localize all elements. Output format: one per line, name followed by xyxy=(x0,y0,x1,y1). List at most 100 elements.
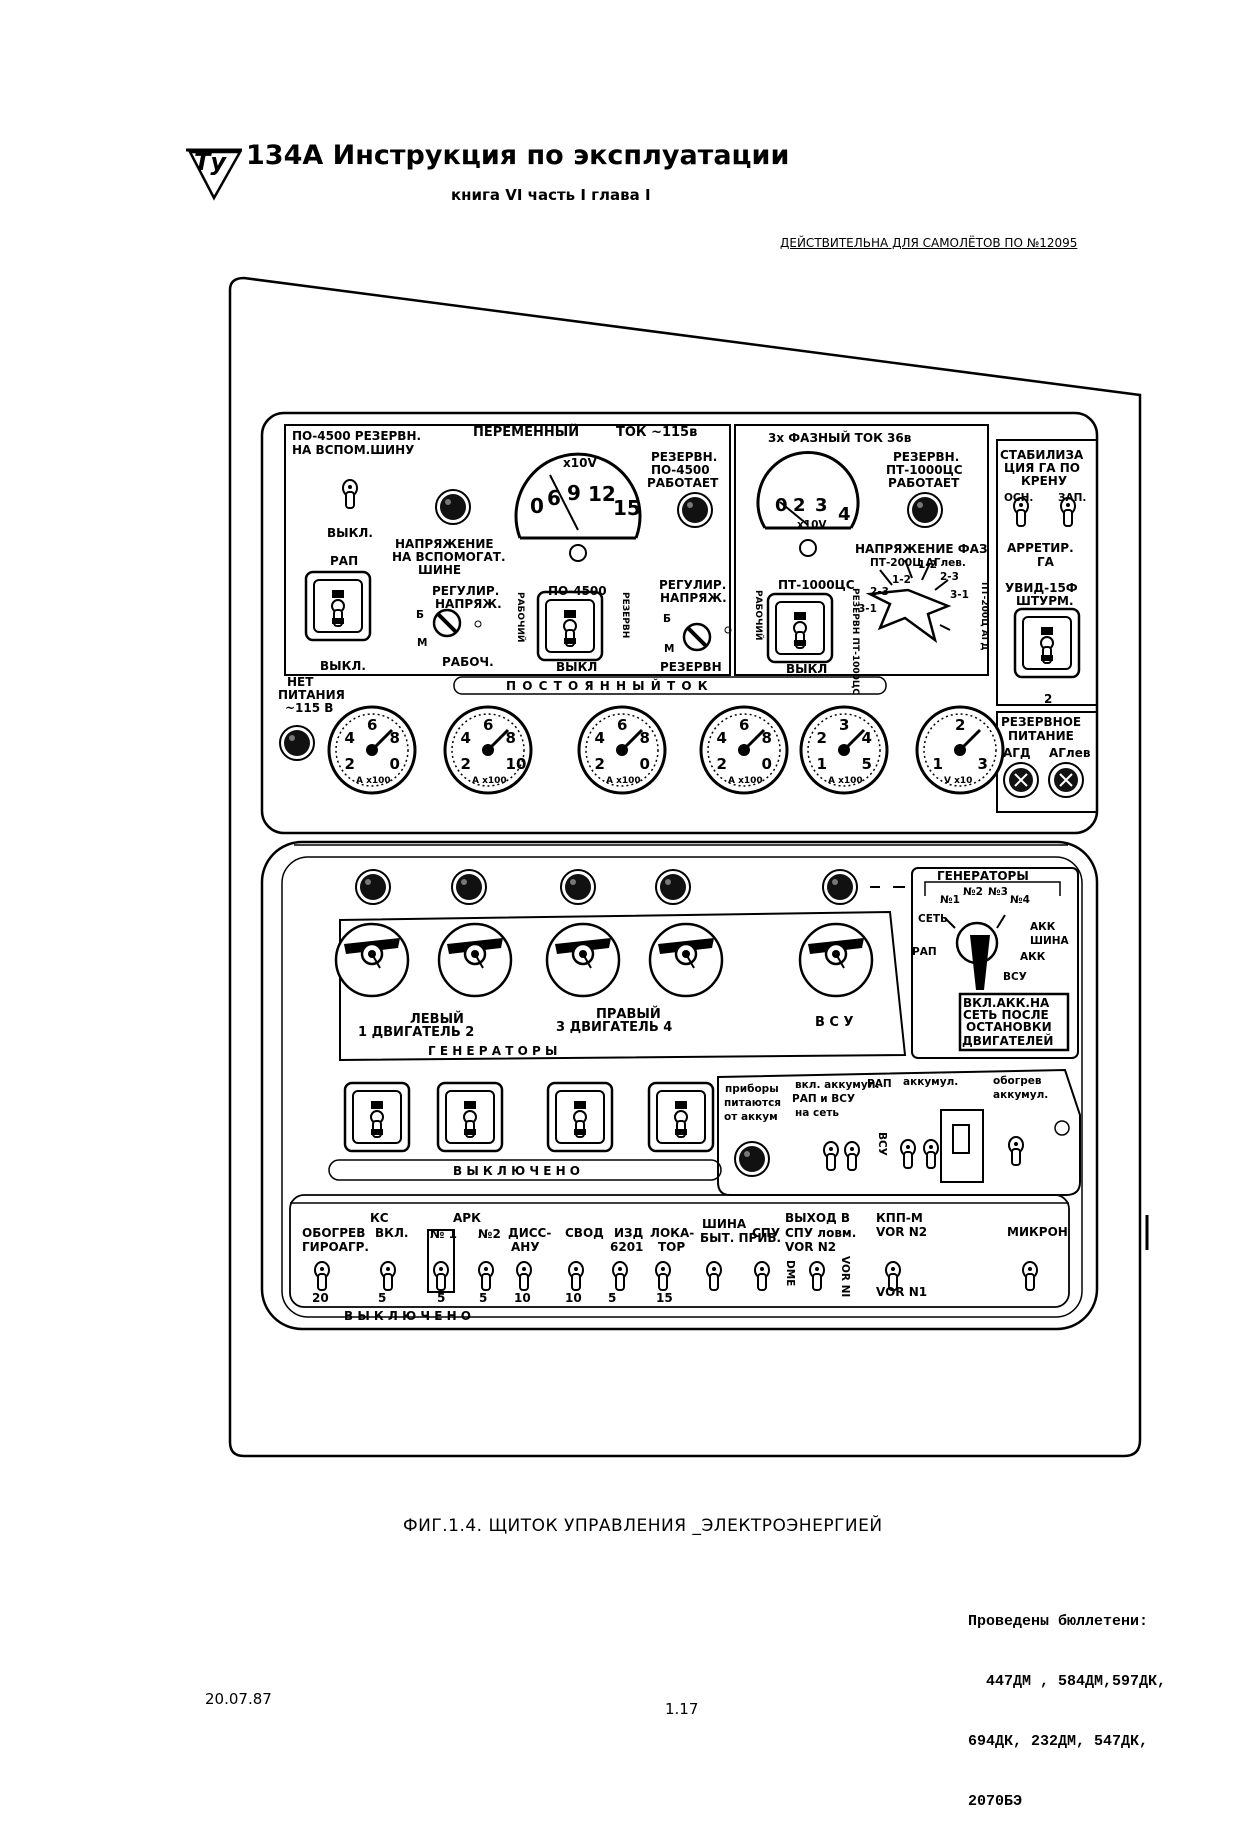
dc-meter-scale-arc xyxy=(451,713,525,787)
cb-rating-0: 20 xyxy=(312,1291,329,1305)
tu-logo-icon xyxy=(186,148,243,201)
left-engine-2: 1 ДВИГАТЕЛЬ 2 xyxy=(358,1025,474,1040)
reg-m: М xyxy=(417,637,427,649)
dc-meter-tick: 8 xyxy=(506,729,516,747)
cb-ark-1: АРК xyxy=(453,1211,481,1225)
po4500-label: ПО-4500 xyxy=(548,584,607,598)
cb-rating-1: 5 xyxy=(378,1291,386,1305)
cb-svod: СВОД xyxy=(565,1226,604,1240)
dc-meter-tick: 2 xyxy=(344,755,354,773)
rabochiy-vertical: РАБОЧИЙ xyxy=(515,592,527,642)
dc-meter-tick: 3 xyxy=(839,716,849,734)
tp-tick-4: 4 xyxy=(838,504,851,525)
reg2-2: НАПРЯЖ. xyxy=(660,591,727,605)
rabochiy2-vertical: РАБОЧИЙ xyxy=(753,590,765,640)
pt1000-label: ПТ-1000ЦС xyxy=(778,578,855,592)
cb-shina-2: БЫТ. ПРИБ. xyxy=(700,1231,781,1245)
cb-rating-7: 15 xyxy=(656,1291,673,1305)
sel-shina: ШИНА xyxy=(1030,935,1070,947)
cb-rating-4: 10 xyxy=(514,1291,531,1305)
ac-meter-scale: x10V xyxy=(563,456,597,470)
cb-vor-n1-vertical: VOR NI xyxy=(839,1256,851,1297)
circuit-breaker-toggle[interactable] xyxy=(478,1261,494,1291)
bulletins-line-3: 694ДК, 232ДМ, 547ДК, xyxy=(968,1733,1149,1750)
dc-meter-scale-arc xyxy=(807,713,881,787)
dc-meter-hub xyxy=(738,744,750,756)
circuit-breaker-toggle[interactable] xyxy=(754,1261,770,1291)
dc-meter-tick: 5 xyxy=(862,755,872,773)
circuit-breaker-toggle[interactable] xyxy=(433,1261,449,1291)
doc-title: 134А Инструкция по эксплуатации xyxy=(246,140,790,171)
circuit-breaker-toggle[interactable] xyxy=(1022,1261,1038,1291)
sel-n4: №4 xyxy=(1010,894,1030,906)
validity-note: ДЕЙСТВИТЕЛЬНА ДЛЯ САМОЛЁТОВ ПО №12095 xyxy=(780,236,1078,250)
reserve-po4500-2: ПО-4500 xyxy=(651,463,710,477)
stab-1: СТАБИЛИЗА xyxy=(1000,448,1084,462)
dc-meter-tick: 1 xyxy=(816,755,826,773)
circuit-breaker-toggle[interactable] xyxy=(809,1261,825,1291)
reserve-po4500-3: РАБОТАЕТ xyxy=(647,476,719,490)
circuit-breaker-toggle[interactable] xyxy=(314,1261,330,1291)
cb-rating-3: 5 xyxy=(479,1291,487,1305)
dc-meter-unit: A x100 xyxy=(472,776,507,786)
cb-vyklyucheno: В Ы К Л Ю Ч Е Н О xyxy=(344,1309,471,1323)
generators-label: Г Е Н Е Р А Т О Р Ы xyxy=(428,1044,557,1058)
three-phase-header: 3х ФАЗНЫЙ ТОК 36в xyxy=(768,430,912,445)
circuit-breaker-toggle[interactable] xyxy=(655,1261,671,1291)
circuit-breaker-toggle[interactable] xyxy=(568,1261,584,1291)
circuit-breaker-toggle[interactable] xyxy=(516,1261,532,1291)
cb-dme: DME xyxy=(784,1260,796,1286)
vsu-label: В С У xyxy=(815,1015,854,1030)
cb-lokator-1: ЛОКА- xyxy=(650,1226,694,1240)
dc-meter-tick: 3 xyxy=(978,755,988,773)
aglev-lamp-icon xyxy=(1048,762,1084,798)
dc-meter-unit: A x100 xyxy=(728,776,763,786)
svg-text:2-3: 2-3 xyxy=(870,586,889,598)
generators-group-title: ГЕНЕРАТОРЫ xyxy=(937,869,1029,883)
svg-text:3-1: 3-1 xyxy=(950,589,969,601)
ac-tick-0: 0 xyxy=(530,494,544,518)
cb-obogrev-1: ОБОГРЕВ xyxy=(302,1226,365,1240)
rezervn-label: РЕЗЕРВН xyxy=(660,660,722,674)
osn-label: ОСН. xyxy=(1004,492,1033,504)
reserve-po4500-1: РЕЗЕРВН. xyxy=(651,450,717,464)
cb-mikron: МИКРОН xyxy=(1007,1225,1068,1239)
working-label: РАБОЧ. xyxy=(442,655,494,669)
sel-rap: РАП xyxy=(912,946,937,958)
bulletins-line-2: 447ДМ , 584ДМ,597ДК, xyxy=(968,1673,1167,1690)
circuit-breaker-toggle[interactable] xyxy=(706,1261,722,1291)
circuit-breaker-toggle[interactable] xyxy=(380,1261,396,1291)
dc-meter-tick: 0 xyxy=(762,755,772,773)
dc-label: П О С Т О Я Н Н Ы Й Т О К xyxy=(506,678,709,693)
dc-meter-tick: 2 xyxy=(716,755,726,773)
no-power-3: ~115 В xyxy=(285,701,333,715)
cb-rating-2: 5 xyxy=(437,1291,445,1305)
cb-spu: СПУ xyxy=(752,1226,780,1240)
sel-n2: №2 xyxy=(963,886,983,898)
cb-vyhod-1: ВЫХОД В xyxy=(785,1211,850,1225)
dc-meter-scale-arc xyxy=(707,713,781,787)
circuit-breaker-toggle[interactable] xyxy=(612,1261,628,1291)
cb-rating-6: 5 xyxy=(608,1291,616,1305)
dc-meter-tick: 8 xyxy=(640,729,650,747)
reg-b: Б xyxy=(416,609,424,621)
dc-meter-tick: 6 xyxy=(617,716,627,734)
dc-meter-tick: 2 xyxy=(594,755,604,773)
control-panel-drawing: x10V 0 6 9 12 15 0 2 3 4 x10V 1-2 2-3 3-… xyxy=(228,276,1149,1458)
generator-selector-knob-icon xyxy=(944,914,1006,990)
dc-meter-tick: 4 xyxy=(862,729,872,747)
instr-3: от аккум xyxy=(724,1111,778,1123)
dc-meter-unit: A x100 xyxy=(356,776,391,786)
svg-text:1-2: 1-2 xyxy=(918,559,937,571)
pt-reserve-3: РАБОТАЕТ xyxy=(888,476,960,490)
pt-reserve-2: ПТ-1000ЦС xyxy=(886,463,963,477)
dc-meter-tick: 6 xyxy=(739,716,749,734)
dc-meter-scale-arc xyxy=(923,713,997,787)
cb-lokator-2: ТОР xyxy=(658,1240,685,1254)
vkl-akkum-2: РАП и ВСУ xyxy=(792,1093,855,1105)
stab-3: КРЕНУ xyxy=(1021,474,1067,488)
cb-kpp-1: КПП-М xyxy=(876,1211,923,1225)
